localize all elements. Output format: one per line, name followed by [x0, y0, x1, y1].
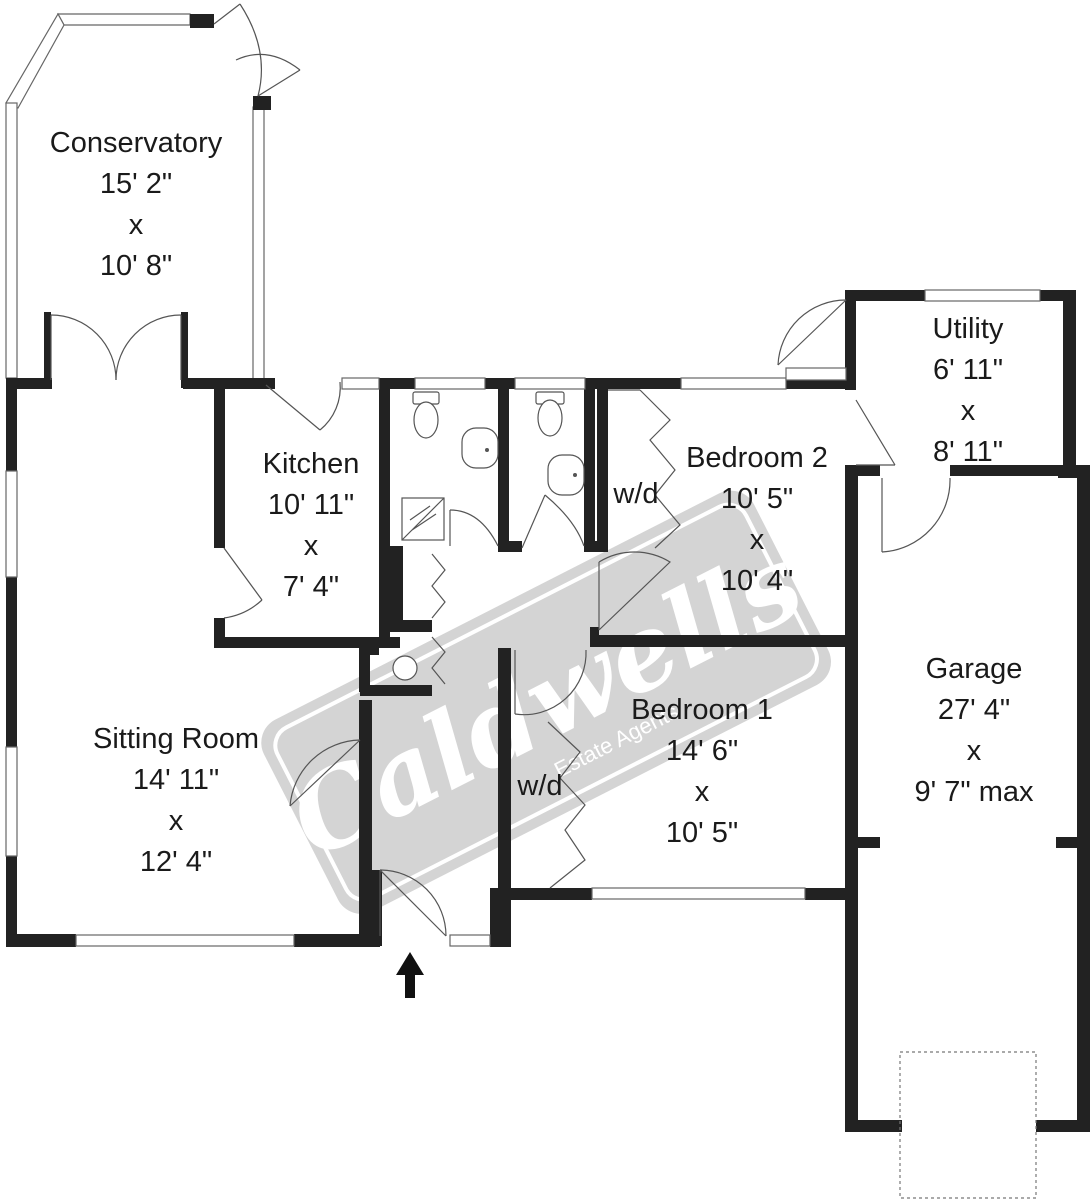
label-bedroom-1: Bedroom 1 14' 6" x 10' 5" w/d	[516, 694, 773, 849]
label-conservatory: Conservatory 15' 2" x 10' 8"	[50, 127, 223, 282]
basin-icon-2	[547, 454, 585, 496]
label-garage: Garage 27' 4" x 9' 7" max	[915, 653, 1034, 808]
room-dim-sep: x	[750, 524, 765, 556]
label-utility: Utility 6' 11" x 8' 11"	[933, 313, 1004, 468]
room-dim-1: 6' 11"	[933, 354, 1003, 386]
room-dim-1: 14' 11"	[133, 764, 219, 796]
room-name: Bedroom 2	[686, 442, 828, 474]
cylinder-icon	[392, 655, 418, 681]
fixtures	[392, 389, 1037, 1199]
label-sitting-room: Sitting Room 14' 11" x 12' 4"	[93, 723, 259, 878]
room-dim-1: 15' 2"	[100, 168, 172, 200]
room-dim-2: 10' 5"	[666, 817, 738, 849]
room-dim-1: 10' 11"	[268, 489, 354, 521]
conservatory-glazing	[5, 12, 271, 388]
loft-hatch	[899, 1051, 1037, 1199]
basin-icon	[461, 427, 499, 469]
room-dim-2: 10' 4"	[721, 565, 793, 597]
room-name: Sitting Room	[93, 723, 259, 755]
room-name: Kitchen	[263, 448, 360, 480]
room-dim-1: 27' 4"	[938, 694, 1010, 726]
label-kitchen: Kitchen 10' 11" x 7' 4"	[263, 448, 360, 603]
room-dim-sep: x	[961, 395, 976, 427]
room-dim-1: 14' 6"	[666, 735, 738, 767]
wardrobe-label: w/d	[612, 478, 658, 510]
toilet-bowl-icon	[413, 401, 439, 439]
room-dim-sep: x	[304, 530, 319, 562]
room-dim-2: 8' 11"	[933, 436, 1003, 468]
entrance-arrow-icon	[396, 952, 424, 998]
toilet-bowl-icon-2	[537, 399, 563, 437]
room-dim-2: 7' 4"	[283, 571, 339, 603]
room-dim-sep: x	[169, 805, 184, 837]
room-dim-1: 10' 5"	[721, 483, 793, 515]
room-dim-2: 12' 4"	[140, 846, 212, 878]
room-dim-sep: x	[129, 209, 144, 241]
walls	[6, 290, 1090, 1132]
room-dim-2: 10' 8"	[100, 250, 172, 282]
room-dim-sep: x	[695, 776, 710, 808]
wardrobe-label: w/d	[516, 770, 562, 802]
room-name: Utility	[933, 313, 1004, 345]
windows	[5, 289, 1041, 947]
label-bedroom-2: Bedroom 2 10' 5" x 10' 4" w/d	[612, 442, 828, 597]
room-name: Garage	[926, 653, 1023, 685]
room-name: Bedroom 1	[631, 694, 773, 726]
room-dim-sep: x	[967, 735, 982, 767]
watermark-badge	[261, 490, 831, 914]
room-name: Conservatory	[50, 127, 223, 159]
doors	[50, 3, 951, 937]
room-dim-2: 9' 7" max	[915, 776, 1034, 808]
